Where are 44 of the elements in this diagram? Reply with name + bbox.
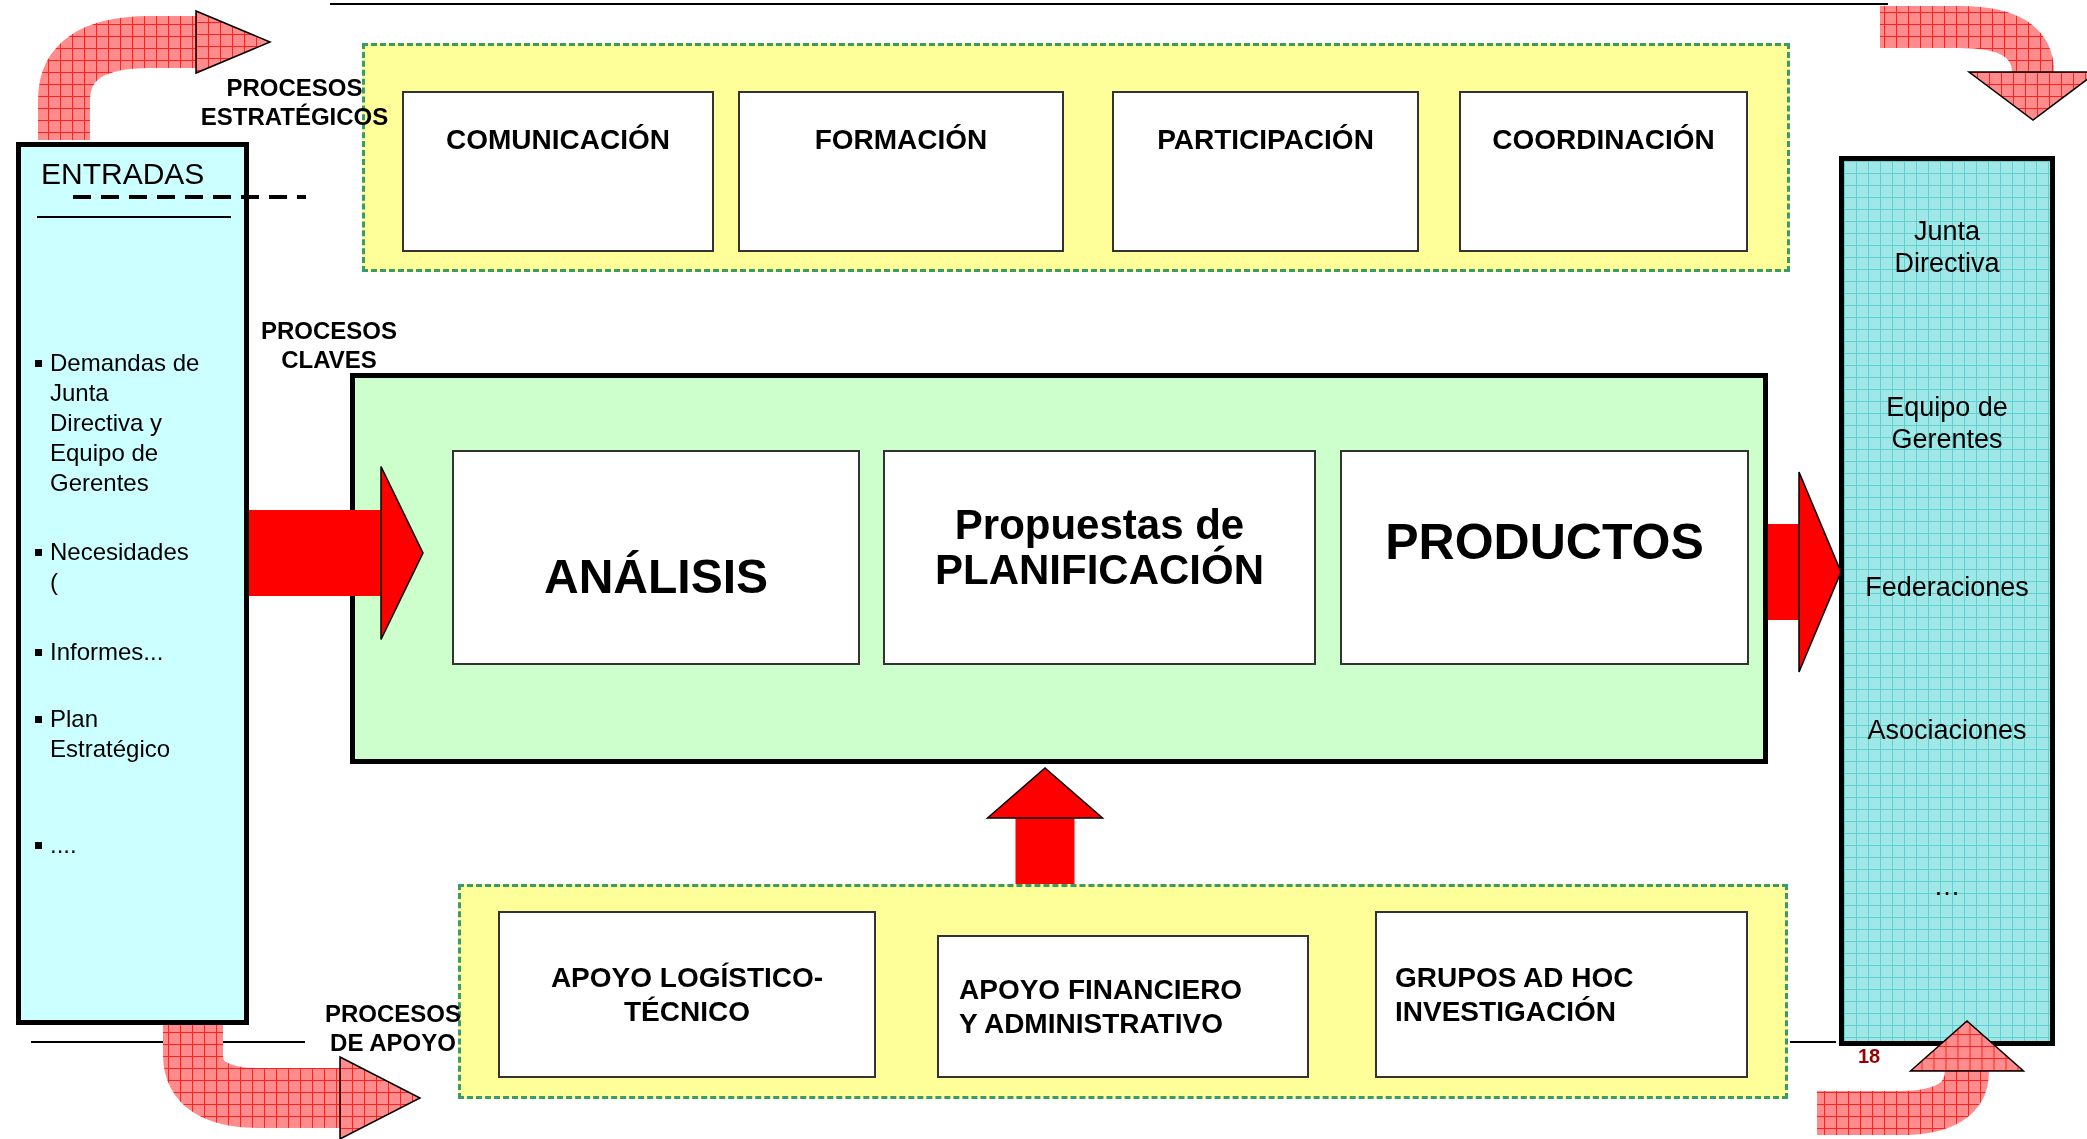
output-panel [1839, 156, 2055, 1046]
process-label: ANÁLISIS [544, 549, 768, 603]
process-box [498, 911, 876, 1078]
block-arrow [986, 767, 1104, 884]
curved-arrow [1817, 1020, 2025, 1135]
output-item-text: Equipo de Gerentes [1885, 391, 2009, 455]
process-box [1340, 450, 1749, 665]
input-panel [16, 142, 249, 1025]
process-label: PARTICIPACIÓN [1157, 123, 1374, 157]
group-heading: PROCESOS ESTRATÉGICOS [199, 73, 390, 131]
curved-arrow [1880, 6, 2087, 121]
process-label: APOYO LOGÍSTICO-TÉCNICO [549, 960, 825, 1029]
process-box [883, 450, 1316, 665]
process-label: Propuestas de PLANIFICACIÓN [934, 503, 1265, 595]
process-box [1375, 911, 1748, 1078]
list-item-text: Informes... [50, 637, 165, 667]
process-box [1459, 91, 1748, 252]
list-item-text: Demandas de Junta Directiva y Equipo de Gerentes [50, 348, 200, 498]
group-heading: PROCESOS CLAVES [260, 316, 398, 374]
group-heading: PROCESOS DE APOYO [324, 999, 462, 1057]
output-item-text: Federaciones [1864, 571, 2030, 603]
process-label: COORDINACIÓN [1492, 123, 1715, 157]
process-label: APOYO FINANCIERO Y ADMINISTRATIVO [959, 972, 1244, 1041]
list-item-text: Necesidades ( [50, 537, 190, 597]
process-label: FORMACIÓN [814, 123, 988, 157]
process-box [738, 91, 1064, 252]
output-item-text: Asociaciones [1866, 714, 2028, 746]
process-label: COMUNICACIÓN [446, 123, 670, 157]
curved-arrow [38, 10, 271, 140]
block-arrow [1768, 471, 1842, 673]
panel-title: ENTRADAS [41, 159, 205, 189]
list-item-text: Plan Estratégico [50, 704, 172, 764]
output-item-text: Junta Directiva [1893, 215, 2001, 279]
process-box [1112, 91, 1419, 252]
list-item-text: .... [50, 830, 78, 860]
process-label: PRODUCTOS [1385, 516, 1704, 573]
page-number: 18 [1858, 1045, 1881, 1067]
process-box [452, 450, 860, 665]
output-item-text: … [1932, 870, 1962, 902]
curved-arrow [163, 1025, 421, 1139]
process-box [937, 935, 1309, 1078]
process-label: GRUPOS AD HOC INVESTIGACIÓN [1395, 960, 1635, 1029]
process-box [402, 91, 714, 252]
block-arrow [249, 465, 424, 641]
